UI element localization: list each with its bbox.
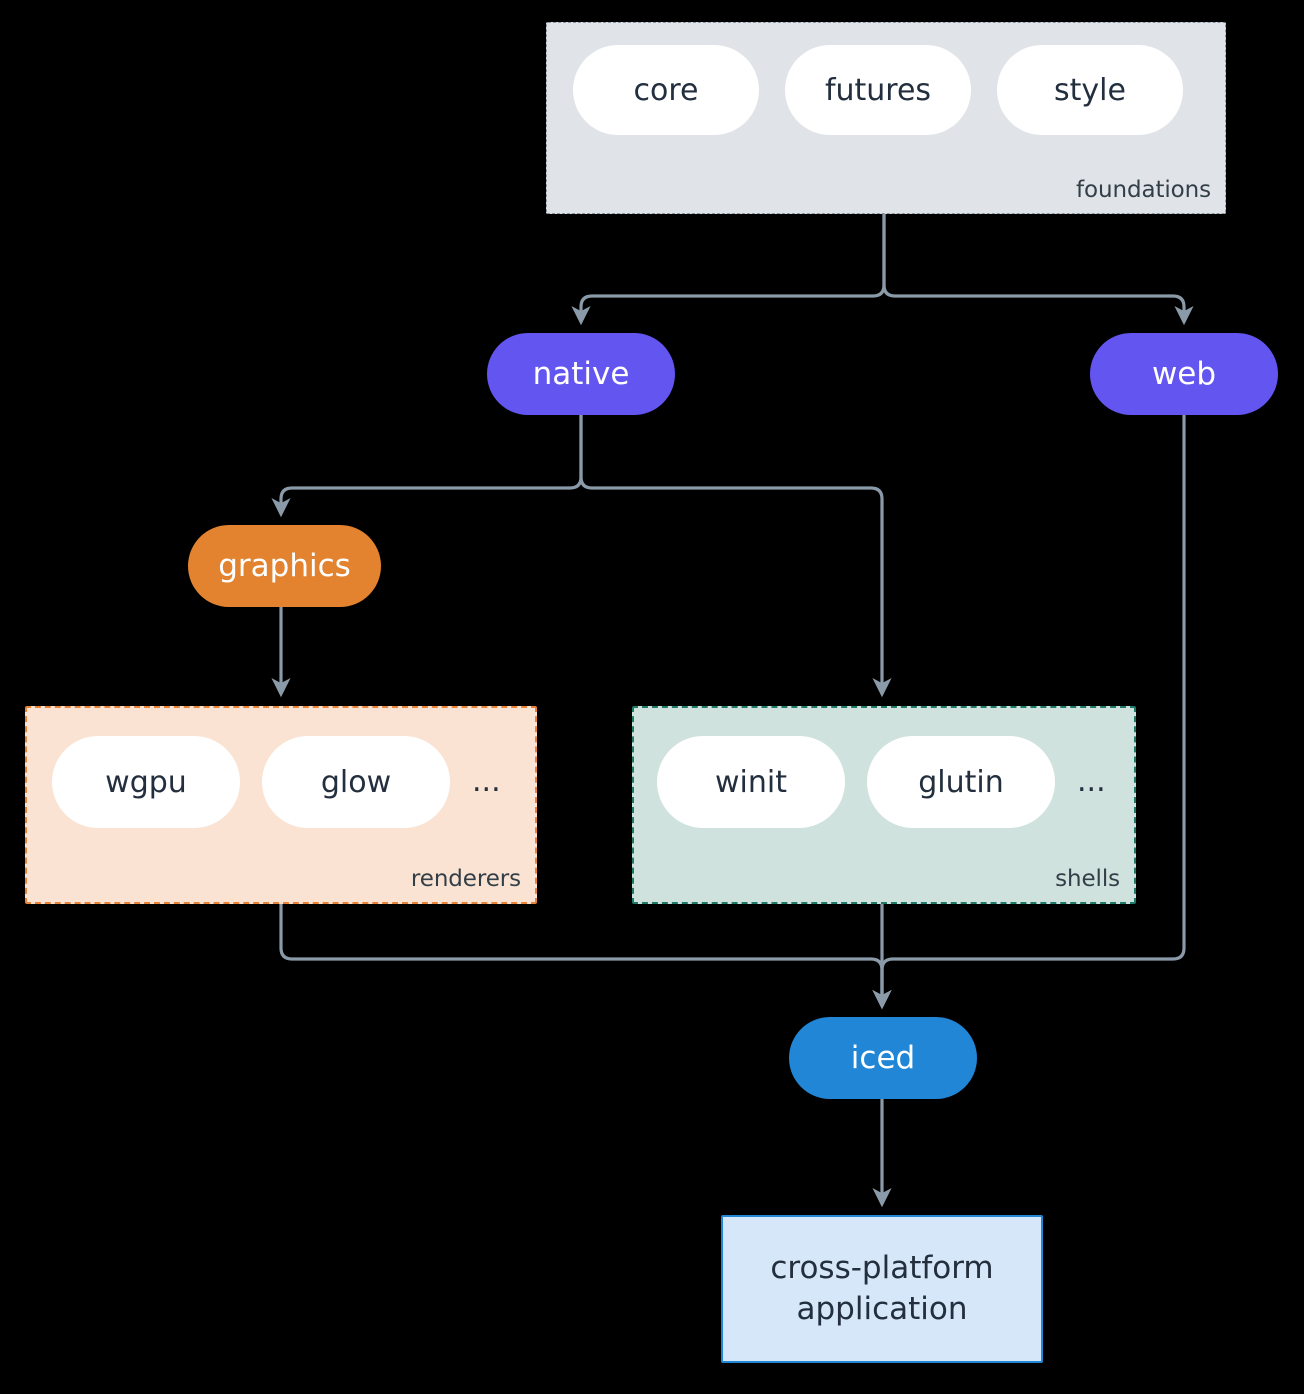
- node-core-label: core: [633, 72, 699, 108]
- shells-more-ellipsis: ...: [1077, 764, 1106, 799]
- node-wgpu-label: wgpu: [105, 764, 187, 800]
- shells-node-row: winit glutin ...: [657, 736, 1106, 828]
- node-cross-platform-application[interactable]: cross-platform application: [721, 1215, 1043, 1363]
- edge-native-graphics: [271, 415, 583, 518]
- node-style-label: style: [1054, 72, 1126, 108]
- node-winit[interactable]: winit: [657, 736, 845, 828]
- cluster-shells: winit glutin ... shells: [632, 706, 1136, 904]
- node-native[interactable]: native: [487, 333, 675, 415]
- node-graphics[interactable]: graphics: [188, 525, 381, 607]
- edge-renderers-iced: [279, 904, 892, 1010]
- application-label-line1: cross-platform: [770, 1250, 994, 1287]
- node-web-label: web: [1151, 356, 1217, 392]
- cluster-foundations-label: foundations: [1076, 177, 1211, 203]
- application-label-line2: application: [796, 1291, 968, 1327]
- node-graphics-label: graphics: [218, 548, 351, 584]
- node-glutin-label: glutin: [918, 764, 1004, 800]
- renderers-more-ellipsis: ...: [472, 764, 501, 799]
- node-glutin[interactable]: glutin: [867, 736, 1055, 828]
- node-iced-label: iced: [850, 1040, 916, 1076]
- cluster-renderers-label: renderers: [410, 866, 521, 892]
- edge-native-shells: [579, 415, 892, 698]
- cluster-shells-label: shells: [1055, 866, 1120, 892]
- node-style[interactable]: style: [997, 45, 1183, 135]
- edge-foundations-native: [571, 214, 886, 326]
- node-futures-label: futures: [824, 72, 932, 108]
- node-iced[interactable]: iced: [789, 1017, 977, 1099]
- foundations-node-row: core futures style: [573, 45, 1183, 135]
- node-winit-label: winit: [715, 764, 787, 800]
- node-futures[interactable]: futures: [785, 45, 971, 135]
- node-glow-label: glow: [320, 764, 392, 800]
- renderers-node-row: wgpu glow ...: [52, 736, 501, 828]
- cluster-foundations: core futures style foundations: [546, 22, 1226, 214]
- node-glow[interactable]: glow: [262, 736, 450, 828]
- node-native-label: native: [532, 356, 630, 392]
- edge-foundations-web: [882, 214, 1194, 326]
- cluster-renderers: wgpu glow ... renderers: [25, 706, 537, 904]
- node-web[interactable]: web: [1090, 333, 1278, 415]
- node-core[interactable]: core: [573, 45, 759, 135]
- node-wgpu[interactable]: wgpu: [52, 736, 240, 828]
